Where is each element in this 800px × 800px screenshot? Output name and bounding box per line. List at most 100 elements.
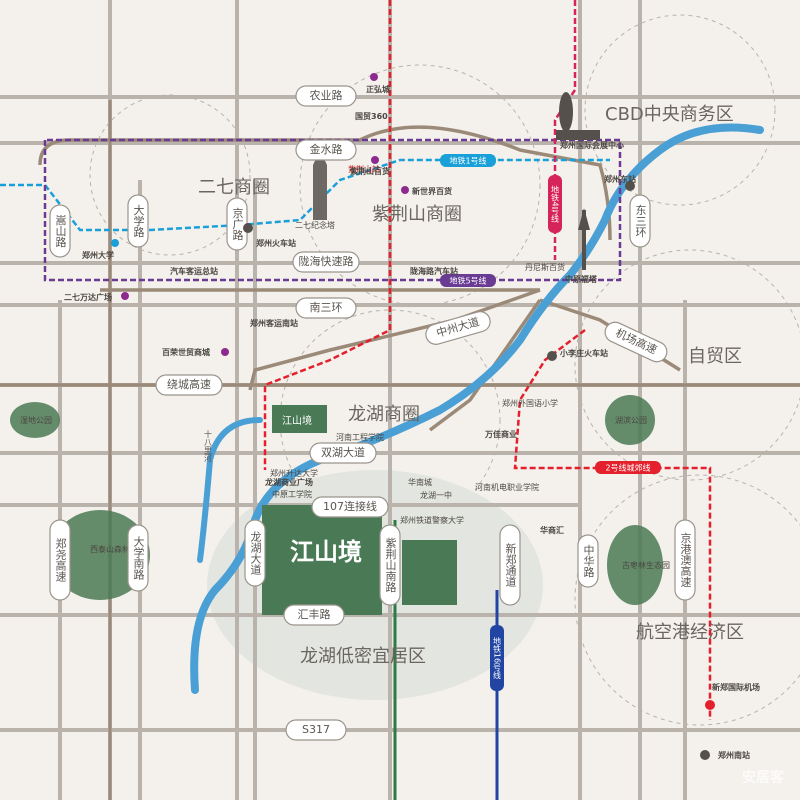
svg-text:紫荆山百货: 紫荆山百货	[350, 166, 390, 176]
road-label-107: 107连接线	[311, 496, 389, 518]
station-zijingshan: 紫荆山站	[348, 164, 380, 174]
park-west-shape	[50, 510, 150, 600]
road-label-dongsanhuan: 东三环	[629, 194, 651, 248]
svg-text:百荣世贸商城: 百荣世贸商城	[162, 347, 210, 357]
station-bus-terminal: 汽车客运总站	[170, 266, 218, 276]
svg-text:地铁1号线: 地铁1号线	[449, 156, 486, 166]
road-label-raocheng: 绕城高速	[155, 374, 223, 396]
station-south: 郑州南站	[700, 750, 750, 760]
svg-text:龙湖大道: 龙湖大道	[249, 531, 262, 575]
road-label-shuanghu: 双湖大道	[309, 442, 377, 464]
svg-text:107连接线: 107连接线	[323, 499, 377, 513]
svg-text:双湖大道: 双湖大道	[321, 445, 365, 459]
svg-text:嵩山路: 嵩山路	[54, 214, 67, 248]
district-low-density: 龙湖低密宜居区	[300, 646, 426, 667]
svg-text:东三环: 东三环	[634, 204, 647, 237]
cbd-radius	[584, 14, 776, 206]
road-label-gaoshan: 嵩山路	[49, 204, 71, 258]
road-label-s317: S317	[285, 719, 347, 741]
district-zijingshan: 紫荆山商圈	[372, 204, 462, 225]
park-gushu: 古枣林生态园	[607, 525, 670, 605]
park-west: 西泰山森林公园	[50, 510, 150, 600]
station-university: 郑州大学	[82, 239, 119, 260]
svg-text:大学南路: 大学南路	[132, 535, 145, 581]
poi-longhu-plaza: 龙湖商业广场	[264, 477, 313, 487]
metro-label-line1: 地铁1号线	[440, 154, 496, 167]
road-label-jinggang: 京港澳高速	[674, 519, 696, 601]
poi-zijingshan-mall: 紫荆山百货	[350, 156, 390, 176]
river	[190, 123, 764, 694]
station-airport: 新郑国际机场	[705, 682, 760, 710]
project-site-east	[402, 540, 457, 605]
svg-text:绕城高速: 绕城高速	[167, 377, 211, 391]
road-label-huifeng: 汇丰路	[283, 604, 345, 626]
road-label-nansanhuan: 南三环	[295, 297, 357, 319]
road-label-daxue: 大学路	[127, 194, 149, 248]
svg-text:紫荆山南路: 紫荆山南路	[384, 537, 397, 593]
svg-text:二七万达广场: 二七万达广场	[64, 292, 112, 302]
district-longhu: 龙湖商圈	[348, 404, 420, 425]
poi-zhenghong: 正弘城	[366, 73, 390, 94]
cbd-tower-icon	[556, 92, 600, 140]
poi-wanda: 二七万达广场	[64, 292, 129, 302]
road-label-zijingshan-south: 紫荆山南路	[379, 524, 401, 606]
park-nw-label: 湿地公园	[20, 415, 52, 425]
road-label-zhengyao: 郑尧高速	[49, 519, 71, 601]
poi-guomao: 国贸360	[355, 111, 388, 121]
svg-text:中华路: 中华路	[582, 544, 595, 578]
metro-label-line4: 地铁4号线	[548, 175, 562, 233]
svg-text:郑州东站: 郑州东站	[604, 174, 636, 184]
park-ne-shape	[605, 395, 655, 445]
svg-text:新郑国际机场: 新郑国际机场	[712, 682, 760, 692]
poi-hn-engineering: 河南工程学院	[336, 432, 384, 442]
svg-text:小李庄火车站: 小李庄火车站	[559, 348, 608, 358]
district-free-trade: 自贸区	[688, 346, 742, 367]
svg-text:新世界百货: 新世界百货	[412, 186, 452, 196]
svg-text:南三环: 南三环	[310, 301, 343, 314]
river-branch	[197, 417, 263, 563]
road-label-xinzheng: 新郑通道	[499, 524, 521, 606]
poi-wanjia: 万佳商业	[484, 429, 517, 439]
metro-label-line16: 地铁16号线	[490, 625, 504, 691]
svg-text:金水路: 金水路	[310, 142, 343, 156]
poi-police-univ: 郑州铁道警察大学	[400, 515, 464, 525]
svg-text:郑州火车站: 郑州火车站	[256, 238, 296, 248]
road-label-longhai: 陇海快速路	[292, 251, 360, 273]
svg-text:郑州大学: 郑州大学	[82, 250, 114, 260]
svg-text:大学路: 大学路	[132, 203, 145, 238]
svg-text:正弘城: 正弘城	[366, 84, 390, 94]
project-logo-small: 江山境	[282, 414, 312, 427]
park-ne: 湖滨公园	[605, 395, 655, 445]
poi-dennis: 丹尼斯百货	[525, 262, 565, 272]
poi-huayan: 华南城	[408, 477, 432, 487]
road-label-jinshui: 金水路	[295, 139, 357, 161]
poi-conv-center: 郑州国际会展中心	[560, 140, 624, 150]
svg-text:地铁4号线: 地铁4号线	[551, 184, 560, 222]
park-gushu-shape	[607, 525, 663, 605]
park-gushu-label: 古枣林生态园	[622, 560, 670, 570]
road-label-nongye: 农业路	[295, 85, 357, 107]
svg-text:郑尧高速: 郑尧高速	[54, 537, 67, 582]
park-nw-shape	[10, 402, 60, 438]
free-trade-radius	[574, 249, 800, 481]
svg-text:京广路: 京广路	[231, 206, 244, 241]
svg-text:2号线城郊线: 2号线城郊线	[605, 463, 650, 473]
svg-text:郑州南站: 郑州南站	[718, 750, 750, 760]
zhongzhou-elevated	[248, 288, 541, 391]
svg-text:农业路: 农业路	[310, 88, 343, 102]
district-erqi: 二七商圈	[198, 177, 270, 198]
project-site-north	[272, 405, 327, 433]
svg-text:S317: S317	[302, 723, 330, 736]
svg-text:陇海快速路: 陇海快速路	[299, 254, 354, 268]
park-nw: 湿地公园	[10, 402, 60, 438]
road-label-shibali: 十八里河	[204, 429, 213, 462]
poi-zhongyuan-fu: 中原福塔	[565, 274, 598, 284]
poi-zhongyuan-tech: 中原工学院	[272, 489, 312, 499]
road-label-daxue-south: 大学南路	[127, 524, 149, 592]
district-airport-zone: 航空港经济区	[636, 622, 744, 643]
zijingshan-radius	[299, 64, 541, 306]
inner-ring-road	[38, 125, 612, 241]
airport-radius	[574, 474, 800, 726]
project-logo: 江山境	[290, 538, 362, 566]
